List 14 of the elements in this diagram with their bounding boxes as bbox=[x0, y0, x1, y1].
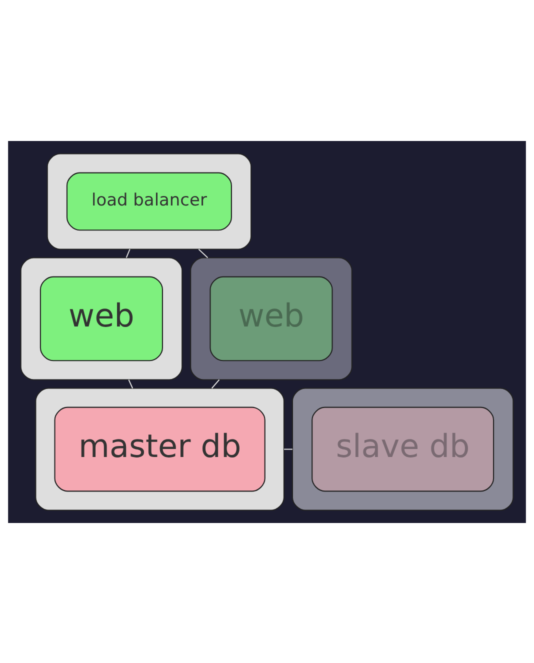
connector bbox=[284, 448, 292, 450]
node-box: web bbox=[40, 276, 163, 361]
connector bbox=[198, 248, 208, 258]
cluster bbox=[35, 387, 284, 510]
node-box: load balancer bbox=[66, 172, 232, 230]
node-box: slave db bbox=[312, 406, 494, 492]
node-box: master db bbox=[54, 406, 266, 492]
cluster bbox=[292, 387, 514, 510]
cluster bbox=[190, 256, 352, 380]
cluster bbox=[46, 152, 252, 250]
cluster bbox=[20, 256, 183, 380]
connector bbox=[211, 378, 220, 388]
connector bbox=[126, 248, 130, 258]
connector bbox=[128, 379, 134, 388]
